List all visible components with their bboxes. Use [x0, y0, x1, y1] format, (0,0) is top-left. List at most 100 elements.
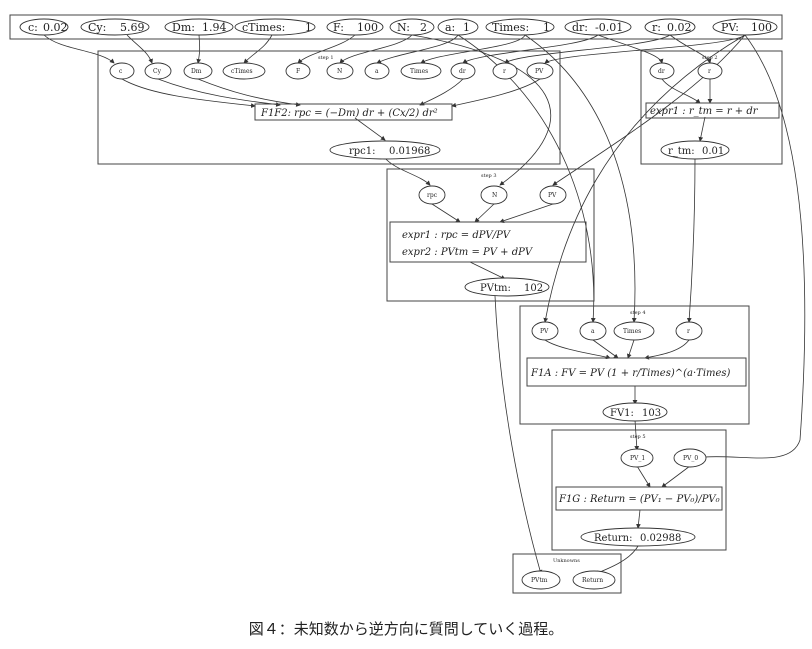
- step5-node-pv0: PV_0: [683, 455, 698, 462]
- input-node-dm: Dm: 1.94: [164, 18, 234, 36]
- step1-box: [97, 50, 561, 165]
- step4-output: FV1: 103: [602, 402, 668, 422]
- svg-text:103: 103: [642, 408, 661, 419]
- step3-title: step 3: [481, 173, 497, 179]
- svg-text:0.01: 0.01: [702, 146, 724, 157]
- svg-text:0.02988: 0.02988: [640, 533, 681, 544]
- step1-nodes: c Cy Dm cTimes F N a Times dr r PV: [109, 62, 554, 80]
- step2-output: r_tm: 0.01: [660, 140, 730, 160]
- svg-text:PVtm:: PVtm:: [480, 283, 511, 294]
- svg-text:PV:: PV:: [721, 21, 739, 34]
- step2-nodes: dr r: [649, 62, 723, 80]
- step2-equation-box: [645, 102, 780, 119]
- svg-text:r_tm:: r_tm:: [668, 146, 695, 157]
- step3-nodes: rpc N PV: [418, 185, 567, 205]
- step1-node-r: r: [503, 68, 506, 75]
- svg-text:Times:: Times:: [492, 21, 529, 34]
- svg-text:2: 2: [420, 21, 427, 34]
- svg-text:1.94: 1.94: [202, 21, 227, 34]
- step2-node-r: r: [708, 68, 711, 75]
- input-node-times: Times: 1: [485, 18, 555, 36]
- unknowns-title: Unknowns: [553, 558, 580, 564]
- dependency-graph: c: 0.02 Cy: 5.69 Dm: 1.94 cTimes: 1 F: 1…: [9, 14, 806, 594]
- step3-node-n: N: [492, 192, 497, 199]
- svg-text:cTimes:: cTimes:: [242, 21, 285, 34]
- unknowns-node-pvtm: PVtm: [531, 577, 548, 584]
- step4-title: step 4: [630, 310, 646, 316]
- svg-text:r:: r:: [652, 21, 661, 34]
- step1-node-c: c: [119, 68, 123, 75]
- svg-text:100: 100: [751, 21, 772, 34]
- step3-node-rpc: rpc: [427, 192, 438, 199]
- svg-text:c:: c:: [28, 21, 38, 34]
- step5-node-pv1: PV_1: [630, 455, 645, 462]
- step4-equation: F1A : FV = PV (1 + r/Times)^(a·Times): [530, 368, 731, 379]
- step1-node-cy: Cy: [153, 68, 162, 75]
- step2-node-dr: dr: [658, 68, 665, 75]
- step1-node-pv: PV: [535, 68, 544, 75]
- unknowns-box: [512, 553, 622, 594]
- svg-text:a:: a:: [445, 21, 455, 34]
- step5-equation-box: [555, 486, 723, 511]
- step1-node-times: Times: [410, 68, 428, 75]
- step1-title: step 1: [318, 55, 334, 61]
- step4-box: [519, 305, 750, 425]
- svg-text:0.02: 0.02: [43, 21, 68, 34]
- input-node-dr: dr: -0.01: [564, 18, 632, 36]
- svg-text:F:: F:: [333, 21, 344, 34]
- step5-equation: F1G : Return = (PV₁ − PV₀)/PV₀: [558, 494, 720, 505]
- step1-node-f: F: [296, 68, 300, 75]
- step1-node-dm: Dm: [191, 68, 202, 75]
- step4-node-pv: PV: [540, 328, 549, 335]
- input-node-n: N: 2: [389, 18, 435, 36]
- svg-text:0.02: 0.02: [667, 21, 692, 34]
- step1-node-a: a: [375, 68, 379, 75]
- input-node-f: F: 100: [326, 18, 384, 36]
- unknowns-node-return: Return: [582, 577, 603, 584]
- svg-text:Return:: Return:: [594, 533, 633, 544]
- svg-text:FV1:: FV1:: [610, 408, 634, 419]
- svg-text:1: 1: [305, 21, 312, 34]
- step1-equation: F1F2: rpc = (−Dm) dr + (Cx/2) dr²: [260, 108, 438, 119]
- step3-output: PVtm: 102: [464, 277, 550, 297]
- step4-node-a: a: [591, 328, 595, 335]
- step2-equation: expr1 : r_tm = r + dr: [650, 106, 759, 117]
- step4-nodes: PV a Times r: [531, 321, 703, 341]
- step1-node-dr: dr: [459, 68, 466, 75]
- svg-text:Cy:: Cy:: [88, 21, 106, 34]
- step1-node-ctimes: cTimes: [231, 68, 253, 75]
- input-node-r: r: 0.02: [644, 18, 696, 36]
- step1-node-n: N: [337, 68, 342, 75]
- step3-node-pv: PV: [548, 192, 557, 199]
- step2-box: [640, 50, 783, 165]
- step4-equation-box: [526, 357, 747, 387]
- step1-equation-box: [254, 103, 453, 121]
- svg-text:100: 100: [357, 21, 378, 34]
- input-node-cy: Cy: 5.69: [80, 18, 150, 36]
- svg-text:dr:: dr:: [572, 21, 588, 34]
- svg-text:rpc1:: rpc1:: [349, 146, 376, 157]
- svg-text:1: 1: [463, 21, 470, 34]
- svg-text:Dm:: Dm:: [172, 21, 195, 34]
- input-node-a: a: 1: [437, 18, 479, 36]
- input-node-c: c: 0.02: [19, 18, 69, 36]
- step3-equation-2: expr2 : PVtm = PV + dPV: [402, 247, 534, 258]
- step3-equation-1: expr1 : rpc = dPV/PV: [402, 230, 512, 241]
- svg-text:-0.01: -0.01: [595, 21, 623, 34]
- svg-text:5.69: 5.69: [120, 21, 145, 34]
- svg-text:N:: N:: [397, 21, 410, 34]
- step1-output: rpc1: 0.01968: [329, 140, 441, 160]
- step2-title: step 2: [702, 55, 718, 61]
- svg-text:1: 1: [543, 21, 550, 34]
- step3-equation-box: [389, 221, 587, 263]
- input-node-ctimes: cTimes: 1: [234, 18, 316, 36]
- step5-output: Return: 0.02988: [580, 527, 696, 547]
- figure-caption: 図４：未知数から逆方向に質問していく過程。: [248, 620, 564, 638]
- svg-text:102: 102: [524, 283, 543, 294]
- step5-box: [551, 429, 727, 551]
- svg-text:0.01968: 0.01968: [389, 146, 430, 157]
- step3-box: [386, 168, 595, 302]
- step4-node-r: r: [687, 328, 690, 335]
- step5-nodes: PV_1 PV_0: [620, 448, 707, 468]
- inputs-bar: [9, 14, 783, 40]
